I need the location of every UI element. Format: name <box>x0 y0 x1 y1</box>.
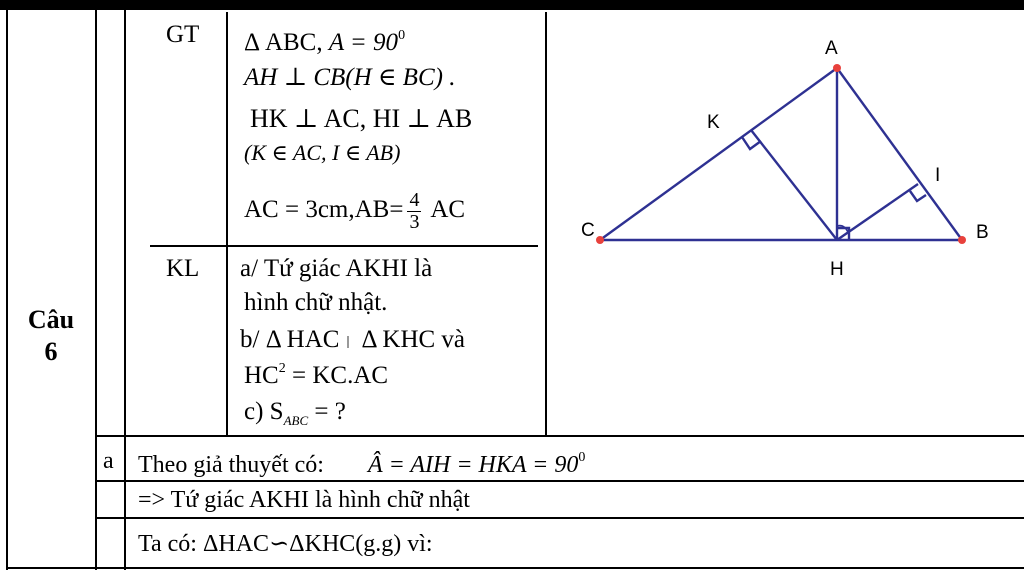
point-c-label: C <box>581 220 595 241</box>
question-number: 6 <box>44 337 58 366</box>
right-angle-h <box>837 226 851 240</box>
segment-hk <box>750 129 838 241</box>
point-a-marker <box>833 64 841 72</box>
point-b-marker <box>958 236 966 244</box>
question-label-word: Câu <box>27 305 75 334</box>
segment-hi <box>836 183 919 241</box>
point-k-label: K <box>707 112 720 133</box>
row-divider-2 <box>95 480 1024 482</box>
row-divider-1 <box>95 435 1024 437</box>
solution-row-3: Ta có: ΔHAC∽ΔKHC(g.g) vì: <box>138 531 433 557</box>
question-label: Câu 6 <box>24 304 78 368</box>
figure-lines <box>599 67 963 242</box>
gt-header: GT <box>166 21 200 48</box>
point-c-marker <box>596 236 604 244</box>
gt-kl-separator <box>150 245 538 247</box>
segment-ca <box>599 67 838 241</box>
table-border-left <box>6 10 8 570</box>
table-border-bottom <box>6 567 1024 569</box>
point-a-label: A <box>825 38 838 59</box>
top-border <box>0 0 1024 10</box>
column-divider-gt <box>226 12 228 436</box>
point-h-label: H <box>830 259 844 280</box>
gt-line-1: Δ ABC, A = 900 <box>244 28 406 56</box>
gt-line-2: AH ⊥ CB(H ∈ BC) . <box>244 64 456 91</box>
point-b-label: B <box>976 222 989 243</box>
angle-arc-h <box>836 224 849 233</box>
part-a-label: a <box>103 448 114 474</box>
triangle-figure: A B C H K I <box>581 38 989 280</box>
kl-line-5: c) SABC = ? <box>244 398 346 428</box>
segment-ab <box>836 67 963 241</box>
column-divider-2 <box>124 10 126 570</box>
figure-points <box>596 64 966 244</box>
gt-line-3: HK ⊥ AC, HI ⊥ AB <box>250 104 473 133</box>
right-angle-k <box>741 136 762 151</box>
kl-line-2: hình chữ nhật. <box>244 289 388 316</box>
gt-line-4: (K ∈ AC, I ∈ AB) <box>244 140 401 165</box>
point-i-label: I <box>935 165 940 186</box>
solution-row-2: => Tứ giác AKHI là hình chữ nhật <box>138 487 470 513</box>
kl-line-1: a/ Tứ giác AKHI là <box>240 255 433 282</box>
solution-row-1: Theo giả thuyết có: Â = AIH = HKA = 900 <box>138 450 586 478</box>
column-divider-1 <box>95 10 97 570</box>
row-divider-3 <box>95 517 1024 519</box>
kl-line-4: HC2 = KC.AC <box>244 361 389 389</box>
kl-header: KL <box>166 255 200 282</box>
column-divider-figure <box>545 12 547 436</box>
similarity-mark <box>347 336 350 348</box>
right-angle-i <box>909 190 927 203</box>
